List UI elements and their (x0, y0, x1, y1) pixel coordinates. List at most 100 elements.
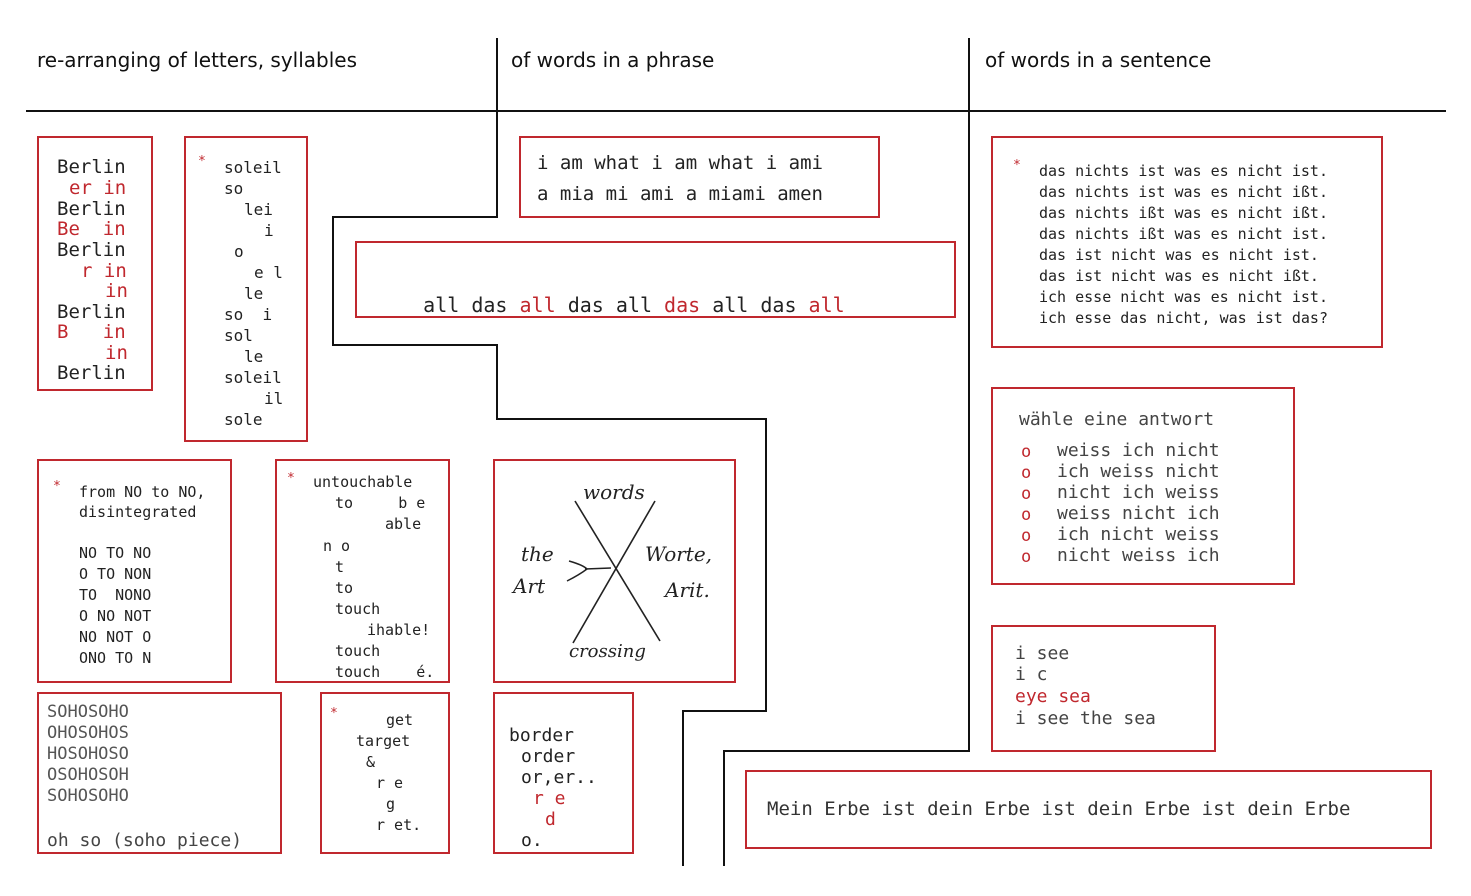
text-line: touch é. (335, 663, 435, 681)
sketch-label: crossing (569, 641, 646, 662)
column-divider-left (332, 344, 498, 346)
option-bullet: o (1021, 484, 1032, 504)
asterisk-marker: * (287, 471, 295, 486)
text-line: das nichts ist was es nicht ist. (1039, 162, 1328, 180)
text-line: O NO NOT (79, 607, 152, 625)
get-target-box: * get target & r e g r et. (320, 692, 450, 854)
soho-box: SOHOSOHO OHOSOHOS HOSOHOSO OSOHOSOH SOHO… (37, 692, 282, 854)
word: all (615, 293, 652, 317)
text-line: das ist nicht was es nicht ist. (1039, 246, 1319, 264)
option-text: weiss nicht ich (1057, 503, 1220, 524)
option-bullet: o (1021, 505, 1032, 525)
column-divider-left (496, 344, 498, 420)
text-line: n o (323, 537, 351, 555)
text-line: Berlin (57, 156, 126, 178)
text-line: Be in (57, 218, 126, 240)
option-bullet: o (1021, 442, 1032, 462)
text-line: e l (254, 263, 283, 282)
text-line: O TO NON (79, 565, 152, 583)
word: das (471, 293, 508, 317)
word: all (423, 293, 460, 317)
text-line: border (509, 725, 575, 746)
all-das-line: all das all das all das all das all (375, 269, 845, 341)
text-line: in (105, 280, 128, 302)
text-line: r e (376, 774, 404, 792)
text-line: so (224, 179, 244, 198)
option-text: nicht weiss ich (1057, 545, 1220, 566)
text-line: SOHOSOHO (47, 702, 129, 722)
column-divider-left (332, 216, 498, 218)
text-line: ich esse das nicht, was ist das? (1039, 309, 1328, 327)
asterisk-marker: * (53, 479, 61, 494)
text-line: disintegrated (79, 503, 197, 521)
word: das (664, 293, 701, 317)
option-bullet: o (1021, 526, 1032, 546)
text-line: i see the sea (1015, 708, 1156, 729)
column-divider-left (332, 216, 334, 346)
text-line: HOSOHOSO (47, 744, 129, 764)
word: das (760, 293, 797, 317)
text-line: t (335, 558, 345, 576)
column-divider-right (723, 750, 725, 866)
text-line: sole (224, 410, 263, 429)
text-line: in (105, 342, 128, 364)
all-das-box: all das all das all das all das all (355, 241, 956, 318)
text-line: order (521, 746, 576, 767)
text-line: d (545, 809, 556, 830)
text-line: to (335, 579, 354, 597)
text-line: from NO to NO, (79, 483, 206, 501)
text-line: il (264, 389, 284, 408)
text-line: Berlin (57, 239, 126, 261)
text-line: le (244, 284, 264, 303)
word: all (519, 293, 556, 317)
text-line: das ist nicht was es nicht ißt. (1039, 267, 1319, 285)
soho-caption: oh so (soho piece) (47, 830, 243, 851)
text-line: touch (335, 642, 381, 660)
header-phrase: of words in a phrase (511, 48, 715, 72)
text-line: das nichts ißt was es nicht ißt. (1039, 204, 1328, 222)
berlin-box: Berlin er in Berlin Be in Berlin r in in… (37, 136, 153, 391)
text-line: r in (81, 260, 127, 282)
text-line: to b e (335, 494, 426, 512)
text-line: NO NOT O (79, 628, 152, 646)
erbe-text: Mein Erbe ist dein Erbe ist dein Erbe is… (767, 798, 1351, 820)
text-line: ONO TO N (79, 649, 152, 667)
text-line: lei (244, 200, 273, 219)
text-line: i (264, 221, 274, 240)
header-sentence: of words in a sentence (985, 48, 1212, 72)
word: all (808, 293, 845, 317)
text-line: SOHOSOHO (47, 786, 129, 806)
sketch-box: words the Art Worte, Arit. crossing (493, 459, 736, 683)
option-text: ich nicht weiss (1057, 524, 1220, 545)
text-line: Berlin (57, 362, 126, 384)
text-line: soleil (224, 158, 282, 177)
column-divider-left (765, 418, 767, 711)
no-to-no-box: * from NO to NO, disintegrated NO TO NO … (37, 459, 232, 683)
sketch-label: words (583, 480, 645, 504)
text-line: untouchable (313, 473, 413, 491)
antwort-box: wähle eine antwort o weiss ich nicht o i… (991, 387, 1295, 585)
text-line: le (244, 347, 264, 366)
sketch-label: the (521, 542, 554, 566)
column-divider-left (496, 418, 766, 420)
text-line: o. (521, 830, 543, 851)
word: all (712, 293, 749, 317)
text-line: NO TO NO (79, 544, 152, 562)
option-bullet: o (1021, 547, 1032, 567)
header-rule (26, 110, 1446, 112)
text-line: er in (69, 177, 127, 199)
text-line: r e (533, 788, 566, 809)
text-line: B in (57, 321, 126, 343)
text-line: a mia mi ami a miami amen (537, 183, 823, 205)
text-line: or,er.. (521, 767, 597, 788)
border-box: border order or,er.. r e d o. (493, 692, 634, 854)
antwort-title: wähle eine antwort (1019, 409, 1215, 430)
text-line: get (386, 711, 414, 729)
text-line: i am what i am what i ami (537, 152, 823, 174)
text-line: OHOSOHOS (47, 723, 129, 743)
text-line: das nichts ißt was es nicht ist. (1039, 225, 1328, 243)
untouchable-box: * untouchable to b e able n o t to touch… (275, 459, 450, 683)
text-line: r et. (376, 816, 422, 834)
soleil-box: * soleil so lei i o e l le so i sol le s… (184, 136, 308, 442)
text-line: eye sea (1015, 686, 1091, 707)
